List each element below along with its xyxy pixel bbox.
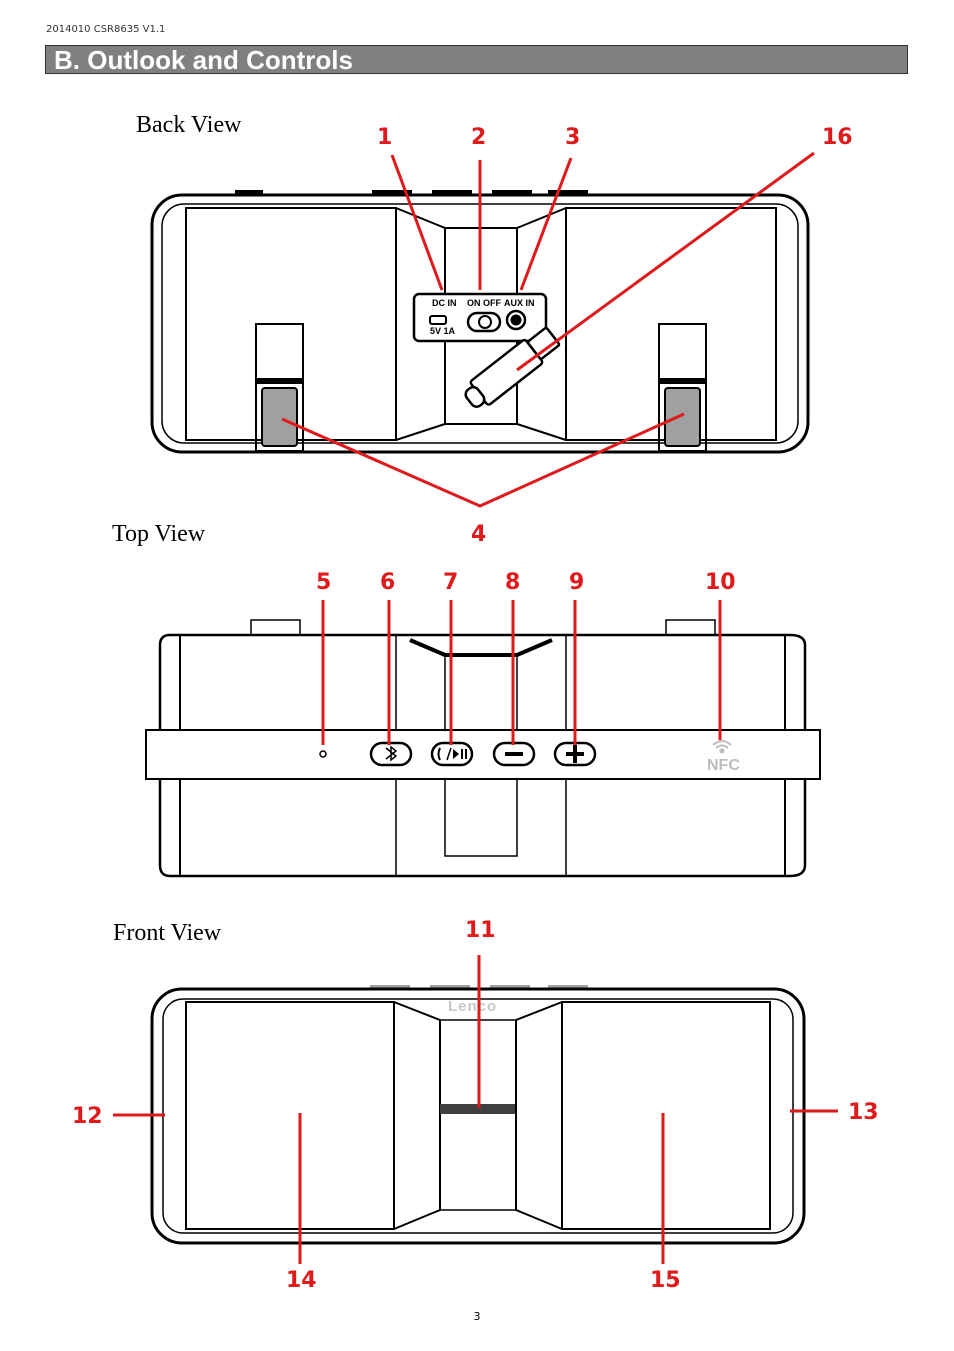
bluetooth-button[interactable] bbox=[369, 741, 413, 767]
callout-11: 11 bbox=[465, 918, 496, 943]
callout-14: 14 bbox=[286, 1268, 317, 1293]
callout-3: 3 bbox=[565, 125, 580, 150]
front-view-label: Front View bbox=[113, 920, 222, 946]
callout-5: 5 bbox=[316, 570, 331, 595]
dc-in-label: DC IN bbox=[432, 298, 457, 308]
top-view-drawing bbox=[145, 619, 821, 878]
callout-1: 1 bbox=[377, 125, 392, 150]
top-callout-lines bbox=[321, 600, 722, 745]
bluetooth-icon bbox=[385, 745, 398, 762]
volume-down-button[interactable] bbox=[492, 741, 536, 767]
front-callout-lines bbox=[113, 955, 838, 1264]
callout-4: 4 bbox=[471, 522, 486, 547]
aux-in-label: AUX IN bbox=[504, 298, 535, 308]
rating-label: 5V 1A bbox=[430, 326, 456, 336]
callout-7: 7 bbox=[443, 570, 458, 595]
top-view-label: Top View bbox=[112, 521, 206, 547]
section-header: B. Outlook and Controls bbox=[45, 45, 908, 75]
on-off-label: ON OFF bbox=[467, 298, 501, 308]
back-port-labels: DC IN ON OFF AUX IN 5V 1A bbox=[430, 298, 535, 336]
phone-play-pause-button[interactable] bbox=[430, 741, 474, 767]
callout-15: 15 bbox=[650, 1268, 681, 1293]
nfc-wifi-icon bbox=[712, 740, 732, 754]
callout-12: 12 bbox=[72, 1104, 103, 1129]
page-number: 3 bbox=[473, 1310, 481, 1323]
callout-8: 8 bbox=[505, 570, 520, 595]
callout-6: 6 bbox=[380, 570, 395, 595]
nfc-area: NFC bbox=[707, 740, 740, 774]
plus-icon bbox=[566, 745, 584, 763]
callout-10: 10 bbox=[705, 570, 736, 595]
callout-16: 16 bbox=[822, 125, 853, 150]
back-callout-lines bbox=[281, 151, 815, 508]
nfc-label: NFC bbox=[707, 757, 740, 774]
document-reference: 2014010 CSR8635 V1.1 bbox=[46, 24, 166, 35]
back-view-label: Back View bbox=[136, 112, 242, 138]
callout-9: 9 bbox=[569, 570, 584, 595]
volume-up-button[interactable] bbox=[553, 741, 597, 767]
callout-2: 2 bbox=[471, 125, 486, 150]
brand-logo: Lenco bbox=[448, 998, 497, 1015]
section-title: B. Outlook and Controls bbox=[54, 45, 353, 75]
back-view-drawing bbox=[150, 190, 810, 454]
phone-play-pause-icon bbox=[437, 747, 467, 761]
minus-icon bbox=[505, 752, 523, 756]
callout-numbers: 1 2 3 16 4 5 6 7 8 9 10 11 12 13 14 15 bbox=[72, 125, 879, 1293]
callout-13: 13 bbox=[848, 1100, 879, 1125]
